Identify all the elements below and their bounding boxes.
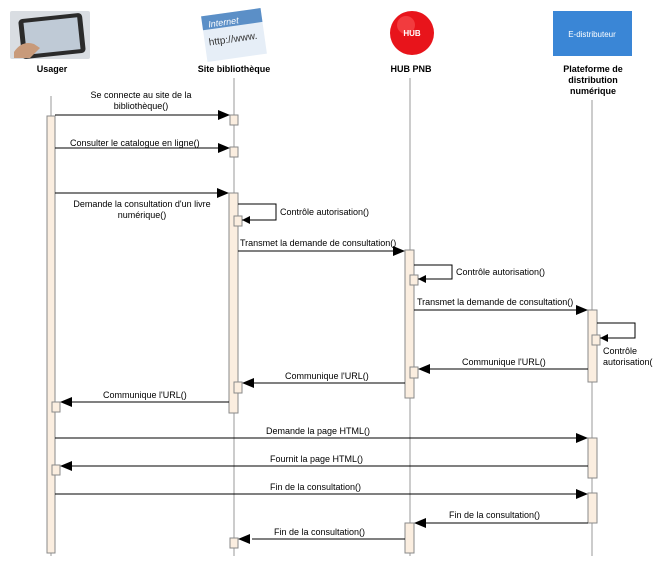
site-activation-1 <box>229 114 239 126</box>
arrowhead-fin-to-site <box>238 534 250 544</box>
site-self-call-arrowhead <box>242 216 250 224</box>
message-site-controle: Contrôle autorisation() <box>280 207 370 217</box>
message-se-connecte-line1: Se connecte au site de la <box>90 90 192 100</box>
arrowhead-fournit-html <box>60 461 72 471</box>
internet-browser-icon: Internet http://www. <box>201 8 267 62</box>
message-se-connecte: Se connecte au site de la bibliothèque() <box>72 90 210 112</box>
hub-activation-url <box>409 366 419 379</box>
arrowhead-fin-to-plateforme <box>576 489 588 499</box>
hub-self-call-arrowhead <box>418 275 426 283</box>
message-fournit-html: Fournit la page HTML() <box>270 454 364 464</box>
message-fin-to-hub: Fin de la consultation() <box>449 510 541 520</box>
hub-activation-end <box>404 522 415 554</box>
message-se-connecte-line2: bibliothèque() <box>113 101 169 111</box>
message-demande-consultation: Demande la consultation d'un livre numér… <box>60 199 224 221</box>
site-activation-control <box>233 215 243 227</box>
plateforme-activation-html <box>587 437 598 479</box>
actor-site-name: Site bibliothèque <box>197 64 271 74</box>
actor-plateforme-name: Plateforme de distribution numérique <box>550 64 636 97</box>
site-activation-main <box>228 192 239 414</box>
hub-self-call-loop <box>414 264 453 280</box>
arrowhead-url-to-hub <box>418 364 430 374</box>
hub-icon-text: HUB <box>403 29 421 38</box>
actor-plateforme-name-line3: numérique <box>569 86 616 96</box>
hub-activation-main <box>404 249 415 399</box>
actor-usager-name: Usager <box>36 64 68 74</box>
message-fin-to-site: Fin de la consultation() <box>274 527 366 537</box>
arrowhead-demande-consultation <box>217 188 229 198</box>
actor-hub-name: HUB PNB <box>390 64 432 74</box>
arrowhead-demande-html <box>576 433 588 443</box>
plateforme-self-call-loop <box>597 322 636 339</box>
message-url-to-usager: Communique l'URL() <box>103 390 187 400</box>
message-consulter-catalogue: Consulter le catalogue en ligne() <box>70 138 200 148</box>
plateforme-self-call-arrowhead <box>600 334 608 342</box>
arrowhead-url-to-site <box>242 378 254 388</box>
arrowhead-transmet-plateforme <box>576 305 588 315</box>
message-transmet-plateforme: Transmet la demande de consultation() <box>417 297 574 307</box>
usager-activation <box>46 115 56 554</box>
site-self-call-loop <box>238 203 277 221</box>
usager-activation-url <box>51 401 61 413</box>
message-demande-consultation-line1: Demande la consultation d'un livre <box>73 199 211 209</box>
site-activation-url <box>233 381 243 394</box>
message-demande-html: Demande la page HTML() <box>266 426 371 436</box>
site-activation-end <box>229 537 239 549</box>
usager-activation-html <box>51 464 61 476</box>
e-distributeur-icon-text: E-distributeur <box>568 30 616 39</box>
arrowhead-consulter-catalogue <box>218 143 230 153</box>
message-url-to-hub: Communique l'URL() <box>462 357 546 367</box>
message-hub-controle: Contrôle autorisation() <box>456 267 546 277</box>
message-fin-to-plateforme: Fin de la consultation() <box>270 482 362 492</box>
message-plateforme-controle-line2: autorisation( <box>603 357 653 367</box>
site-activation-2 <box>229 146 239 158</box>
arrowhead-url-to-usager <box>60 397 72 407</box>
hub-activation-control <box>409 274 419 286</box>
plateforme-activation-end <box>587 492 598 524</box>
plateforme-activation-control <box>591 334 601 346</box>
tablet-user-icon <box>10 11 90 59</box>
hub-icon: HUB <box>390 11 434 55</box>
message-demande-consultation-line2: numérique() <box>117 210 167 220</box>
actor-plateforme-name-line1: Plateforme de <box>563 64 623 74</box>
plateforme-activation-main <box>587 309 598 383</box>
internet-icon-text: Internet <box>208 15 240 29</box>
message-plateforme-controle-line1: Contrôle <box>603 346 638 356</box>
message-plateforme-controle: Contrôle autorisation( <box>603 346 659 368</box>
e-distributeur-icon: E-distributeur <box>553 11 632 56</box>
actor-plateforme-name-line2: distribution <box>568 75 618 85</box>
message-transmet-hub: Transmet la demande de consultation() <box>240 238 397 248</box>
arrowhead-se-connecte <box>218 110 230 120</box>
message-url-to-site: Communique l'URL() <box>285 371 369 381</box>
arrowhead-fin-to-hub <box>414 518 426 528</box>
arrowhead-transmet-hub <box>393 246 405 256</box>
